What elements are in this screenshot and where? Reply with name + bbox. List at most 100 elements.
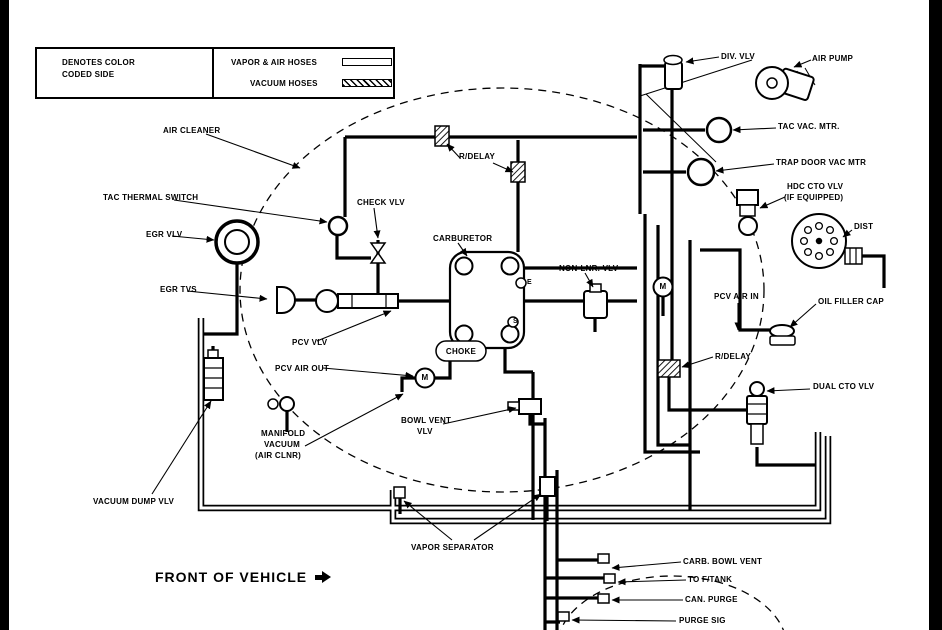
legend-box bbox=[35, 47, 395, 99]
leader-vacuum-dump-vlv bbox=[151, 400, 212, 495]
leader-div-vlv bbox=[685, 56, 720, 65]
leader-tac-vac-mtr bbox=[732, 126, 777, 134]
label-dist: DIST bbox=[854, 222, 874, 231]
tac-thermal-switch bbox=[327, 215, 349, 237]
vapor-air-hose-core bbox=[199, 318, 830, 523]
label-air-pump: AIR PUMP bbox=[812, 54, 854, 63]
label-trap-door-vac-mtr: TRAP DOOR VAC MTR bbox=[776, 158, 867, 167]
label-carb-port-s: S bbox=[513, 318, 518, 325]
tac-vac-motor bbox=[705, 116, 733, 144]
hdc-cto-valve-top bbox=[736, 189, 759, 206]
leader-tac-thermal-switch bbox=[173, 199, 328, 225]
motor-symbol-2 bbox=[652, 276, 674, 298]
carburetor-bores bbox=[454, 256, 527, 344]
distributor-connector bbox=[844, 247, 863, 265]
dual-cto-valve-ribs bbox=[747, 403, 767, 415]
label-pcv-air-in: PCV AIR IN bbox=[714, 292, 759, 301]
choke-box bbox=[435, 340, 487, 362]
vacuum-hose-swatch bbox=[342, 79, 392, 87]
r-delay-restrictor-2 bbox=[510, 161, 526, 183]
vacuum-dump-ribs bbox=[204, 367, 223, 389]
label-carb-bowl-vent: CARB. BOWL VENT bbox=[683, 557, 763, 566]
leader-egr-vlv bbox=[171, 235, 215, 243]
right-edge-bar bbox=[929, 0, 942, 630]
leader-r-delay-right bbox=[681, 356, 714, 369]
label-pcv-vlv: PCV VLV bbox=[292, 338, 328, 347]
label-manifold-line2: VACUUM bbox=[264, 440, 301, 449]
leader-dual-cto-vlv bbox=[766, 387, 811, 395]
label-tac-vac-mtr: TAC VAC. MTR. bbox=[778, 122, 840, 131]
motor-symbol-1 bbox=[414, 367, 436, 389]
leader-purge-sig bbox=[571, 616, 677, 624]
egr-tvs bbox=[276, 286, 296, 314]
hdc-cto-valve-mid bbox=[739, 204, 756, 217]
label-hdc-cto-line1: HDC CTO VLV bbox=[787, 182, 844, 191]
label-carb-port-e: E bbox=[527, 279, 532, 286]
leader-r-delay-a bbox=[446, 143, 461, 159]
diverter-valve-cap bbox=[663, 54, 683, 66]
label-hdc-cto-line2: (IF EQUIPPED) bbox=[784, 193, 844, 202]
leader-to-f-tank bbox=[617, 578, 687, 586]
leader-hdc-cto bbox=[759, 196, 786, 209]
label-can-purge: CAN. PURGE bbox=[685, 595, 738, 604]
pcv-valve-tube bbox=[337, 293, 399, 309]
bottom-hose-fittings bbox=[557, 553, 616, 622]
label-egr-vlv: EGR VLV bbox=[146, 230, 183, 239]
leader-air-cleaner bbox=[205, 133, 301, 169]
label-motor-m-1: M bbox=[421, 373, 429, 382]
leader-trap-door bbox=[715, 163, 775, 174]
air-pump-hub bbox=[766, 77, 778, 89]
trap-door-vac-motor bbox=[686, 157, 716, 187]
vacuum-dump-valve bbox=[203, 357, 224, 401]
vapor-separator-fitting bbox=[393, 486, 406, 499]
leader-pcv-vlv bbox=[316, 310, 392, 342]
label-motor-m-2: M bbox=[659, 282, 667, 291]
vacuum-dump-nipple bbox=[207, 349, 219, 359]
label-bowl-vent-line2: VLV bbox=[417, 427, 433, 436]
label-oil-filler-cap: OIL FILLER CAP bbox=[818, 297, 885, 306]
carburetor-body bbox=[448, 250, 526, 350]
legend-denotes-line2: CODED SIDE bbox=[62, 70, 115, 79]
leader-r-delay-b bbox=[492, 162, 514, 173]
front-arrow-head-icon bbox=[322, 571, 332, 583]
hdc-cto-valve-base bbox=[738, 216, 758, 236]
pcv-valve-cap bbox=[315, 289, 339, 313]
non-linear-valve-cap bbox=[589, 283, 602, 293]
leader-pcv-air-out bbox=[322, 367, 414, 379]
distributor-towers bbox=[799, 221, 839, 261]
dual-cto-valve-base bbox=[750, 423, 764, 445]
leader-oil-filler-cap bbox=[789, 303, 817, 328]
non-linear-valve bbox=[583, 290, 608, 319]
leader-bowl-vent-vlv bbox=[442, 406, 517, 425]
label-non-lnr-vlv: NON-LNR. VLV bbox=[559, 264, 619, 273]
leader-non-lnr-vlv bbox=[584, 272, 594, 288]
label-bowl-vent-line1: BOWL VENT bbox=[401, 416, 452, 425]
air-cleaner-outline bbox=[239, 87, 765, 493]
label-egr-tvs: EGR TVS bbox=[160, 285, 197, 294]
r-delay-restrictor-1 bbox=[434, 125, 450, 147]
leader-carb-bowl-vent bbox=[611, 561, 682, 571]
label-r-delay-top: R/DELAY bbox=[459, 152, 496, 161]
label-vapor-separator: VAPOR SEPARATOR bbox=[411, 543, 494, 552]
label-purge-sig: PURGE SIG bbox=[679, 616, 726, 625]
label-choke: CHOKE bbox=[445, 347, 477, 356]
label-manifold-line3: (AIR CLNR) bbox=[255, 451, 302, 460]
dual-cto-valve-top bbox=[749, 381, 765, 397]
leader-carburetor bbox=[457, 242, 468, 257]
front-of-vehicle-text: FRONT OF VEHICLE bbox=[155, 569, 308, 585]
label-carburetor: CARBURETOR bbox=[433, 234, 493, 243]
label-check-vlv: CHECK VLV bbox=[357, 198, 405, 207]
legend-vapor-air-label: VAPOR & AIR HOSES bbox=[231, 58, 318, 67]
leader-arrows bbox=[151, 56, 853, 624]
leader-check-vlv bbox=[373, 207, 381, 239]
oil-filler-neck bbox=[769, 335, 796, 346]
front-arrow-icon bbox=[315, 574, 323, 580]
r-delay-restrictor-right bbox=[657, 359, 681, 378]
legend-divider bbox=[212, 47, 214, 99]
dual-cto-valve-body bbox=[746, 395, 768, 425]
vapor-air-hose-swatch bbox=[342, 58, 392, 66]
distributor-connector-ribs bbox=[849, 248, 857, 264]
left-fitting-cap bbox=[267, 398, 279, 410]
